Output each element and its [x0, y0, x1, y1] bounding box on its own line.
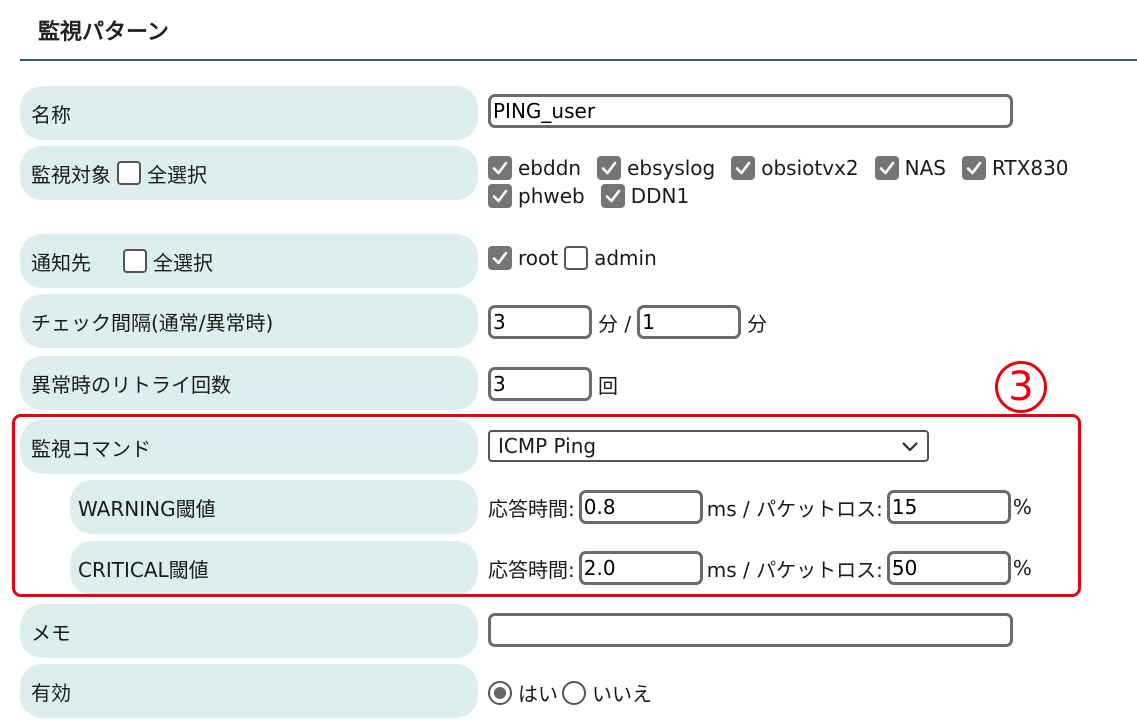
value-memo [488, 613, 1013, 647]
label-warning: WARNING閾値 [70, 480, 478, 534]
annotation-number-3: 3 [995, 361, 1047, 413]
critical-loss-input[interactable] [886, 551, 1011, 585]
targets-select-all-checkbox[interactable] [117, 161, 141, 185]
warning-rt-label: 応答時間: [488, 496, 575, 521]
label-critical: CRITICAL閾値 [70, 541, 478, 595]
memo-input[interactable] [488, 613, 1013, 647]
target-option[interactable]: RTX830 [961, 156, 1069, 180]
value-interval: 分 / 分 [488, 305, 773, 339]
annotation-ring [995, 361, 1047, 413]
notify-select-all-label: 全選択 [153, 250, 213, 275]
interval-unit-1: 分 / [598, 311, 632, 336]
target-checkbox[interactable] [961, 156, 986, 180]
value-retry: 回 [488, 367, 624, 401]
retry-unit: 回 [598, 373, 618, 398]
value-warning: 応答時間: ms / パケットロス: % [488, 490, 1032, 524]
targets-options: ebddn ebsyslog obsiotvx2 NAS RTX830 phweb DDN1 [488, 156, 1128, 208]
label-enabled: 有効 [20, 664, 478, 718]
page-title: 監視パターン [38, 20, 169, 45]
label-command: 監視コマンド [20, 420, 478, 474]
enabled-yes-option[interactable]: はい [488, 678, 558, 707]
target-option[interactable]: NAS [874, 156, 946, 180]
notify-options: root admin [488, 246, 663, 270]
notify-select-all-checkbox[interactable] [123, 249, 147, 273]
label-retry: 異常時のリトライ回数 [20, 356, 478, 410]
target-label: ebddn [518, 156, 582, 180]
warning-loss-input[interactable] [886, 490, 1011, 524]
targets-label-text: 監視対象 [31, 162, 111, 187]
target-label: obsiotvx2 [761, 156, 859, 180]
value-critical: 応答時間: ms / パケットロス: % [488, 551, 1032, 585]
command-select[interactable]: ICMP Ping [488, 430, 929, 462]
retry-input[interactable] [488, 367, 592, 401]
target-option[interactable]: ebsyslog [597, 156, 715, 180]
notify-label: admin [594, 246, 657, 270]
target-option[interactable]: ebddn [488, 156, 581, 180]
enabled-no-label: いいえ [592, 682, 652, 706]
warning-mid-label: ms / パケットロス: [706, 496, 883, 521]
target-checkbox[interactable] [488, 184, 512, 208]
target-label: RTX830 [991, 156, 1069, 180]
label-notify: 通知先 全選択 [20, 234, 478, 288]
enabled-yes-label: はい [518, 682, 558, 706]
target-option[interactable]: DDN1 [600, 184, 690, 208]
target-option[interactable]: phweb [488, 184, 585, 208]
target-checkbox[interactable] [597, 156, 622, 180]
target-checkbox[interactable] [731, 156, 756, 180]
critical-rt-input[interactable] [578, 551, 703, 585]
target-checkbox[interactable] [874, 156, 899, 180]
highlight-frame [12, 414, 1081, 597]
notify-checkbox[interactable] [564, 246, 589, 270]
target-checkbox[interactable] [600, 184, 625, 208]
critical-mid-label: ms / パケットロス: [706, 557, 883, 582]
target-label: DDN1 [630, 184, 690, 208]
enabled-no-option[interactable]: いいえ [562, 678, 652, 707]
targets-select-all-label: 全選択 [147, 162, 207, 187]
target-label: phweb [518, 184, 585, 208]
label-targets: 監視対象 全選択 [20, 146, 478, 200]
target-option[interactable]: obsiotvx2 [731, 156, 859, 180]
critical-pct: % [1012, 556, 1032, 580]
label-memo: メモ [20, 604, 478, 658]
value-name [488, 94, 1013, 128]
target-label: ebsyslog [627, 156, 716, 180]
value-enabled: はい いいえ [488, 678, 668, 707]
target-checkbox[interactable] [488, 156, 512, 180]
title-divider [20, 59, 1137, 61]
label-name: 名称 [20, 86, 478, 140]
enabled-yes-radio[interactable] [488, 680, 512, 705]
name-input[interactable] [488, 94, 1013, 128]
chevron-down-icon [901, 434, 919, 458]
command-selected-value: ICMP Ping [498, 434, 597, 458]
interval-normal-input[interactable] [488, 305, 592, 339]
interval-abnormal-input[interactable] [637, 305, 742, 339]
interval-unit-2: 分 [747, 311, 768, 336]
notify-label: root [518, 246, 559, 270]
critical-rt-label: 応答時間: [488, 557, 575, 582]
label-interval: チェック間隔(通常/異常時) [20, 294, 478, 348]
warning-pct: % [1012, 495, 1032, 519]
warning-rt-input[interactable] [578, 490, 703, 524]
notify-option[interactable]: root [488, 246, 558, 270]
value-command: ICMP Ping [488, 430, 929, 462]
notify-option[interactable]: admin [564, 246, 657, 270]
notify-checkbox[interactable] [488, 246, 512, 270]
target-label: NAS [904, 156, 946, 180]
notify-label-text: 通知先 [31, 250, 91, 275]
enabled-no-radio[interactable] [562, 680, 586, 705]
